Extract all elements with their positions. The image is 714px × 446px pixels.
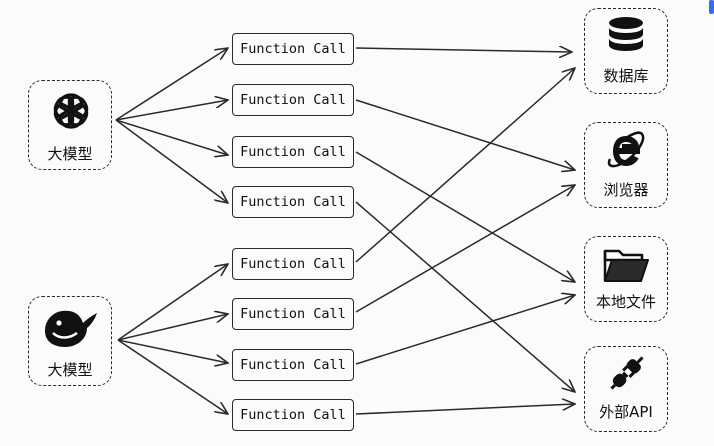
target-label: 数据库 <box>603 67 649 85</box>
target-local-files: 本地文件 <box>584 236 668 322</box>
arrow-fc1-database <box>355 48 572 52</box>
arrow-llm1-fc1 <box>115 48 228 121</box>
arrow-fc8-api <box>355 404 575 415</box>
source-label: 大模型 <box>47 361 93 379</box>
target-database: 数据库 <box>584 8 668 94</box>
arrow-fc4-api <box>355 201 575 392</box>
arrow-llm2-fc5 <box>117 264 228 341</box>
arrow-llm1-fc4 <box>115 119 228 203</box>
target-external-api: 外部API <box>584 346 668 432</box>
openai-logo-icon <box>53 93 89 129</box>
function-call-box-7: Function Call <box>232 349 354 381</box>
arrow-fc6-browser <box>355 185 575 313</box>
window-edge-accent <box>709 0 714 14</box>
deepseek-whale-icon <box>45 310 97 347</box>
folder-icon <box>603 249 649 282</box>
plug-icon <box>610 356 644 390</box>
function-call-box-5: Function Call <box>232 248 354 280</box>
arrow-llm1-fc2 <box>115 100 228 121</box>
function-call-box-8: Function Call <box>232 399 354 431</box>
function-call-box-1: Function Call <box>232 33 354 65</box>
function-call-box-2: Function Call <box>232 84 354 116</box>
source-llm-openai: 大模型 <box>28 80 112 170</box>
target-label: 浏览器 <box>603 181 649 199</box>
arrow-fc7-folder <box>355 295 575 365</box>
arrow-llm2-fc6 <box>117 314 228 341</box>
source-label: 大模型 <box>47 145 93 163</box>
arrow-fc2-browser <box>355 99 575 170</box>
target-browser: 浏览器 <box>584 122 668 208</box>
database-icon <box>609 17 643 51</box>
browser-ie-icon <box>607 131 645 168</box>
arrow-fc3-folder <box>355 151 575 282</box>
arrow-fc5-database <box>355 68 575 263</box>
function-call-box-3: Function Call <box>232 136 354 168</box>
function-call-box-6: Function Call <box>232 298 354 330</box>
arrow-llm2-fc7 <box>117 339 228 363</box>
function-call-box-4: Function Call <box>232 186 354 218</box>
arrow-llm2-fc8 <box>117 339 228 414</box>
arrow-llm1-fc3 <box>115 119 228 155</box>
source-llm-deepseek: 大模型 <box>28 296 112 386</box>
target-label: 外部API <box>599 403 653 421</box>
target-label: 本地文件 <box>595 293 656 311</box>
